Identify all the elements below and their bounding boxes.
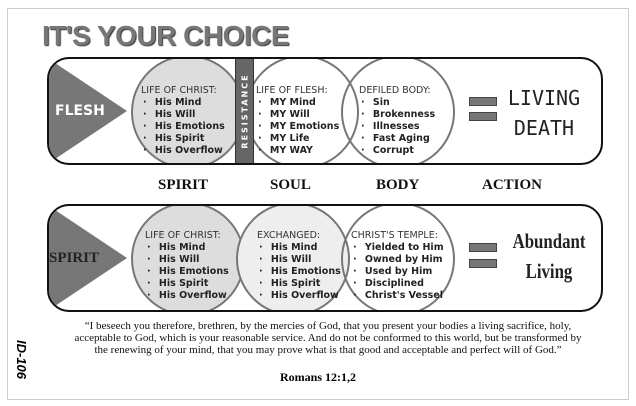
list-exchanged: EXCHANGED: His Mind His Will His Emotion… — [257, 230, 341, 302]
list-item: His Mind — [141, 97, 225, 109]
list-heading: DEFILED BODY: — [359, 85, 431, 96]
list-item: His Emotions — [141, 121, 225, 133]
list-item: MY WAY — [256, 145, 339, 157]
list-item: His Overflow — [145, 290, 229, 302]
result-line: Living — [525, 259, 573, 283]
equals-icon — [469, 97, 497, 106]
list-heading: CHRIST'S TEMPLE: — [351, 230, 438, 241]
list-life-of-christ: LIFE OF CHRIST: His Mind His Will His Em… — [145, 230, 229, 302]
result-living-death: LIVING DEATH — [504, 83, 584, 143]
list-heading: LIFE OF CHRIST: — [145, 230, 221, 241]
list-item: His Will — [257, 254, 341, 266]
list-item: His Emotions — [257, 266, 341, 278]
list-item: Used by Him — [351, 266, 444, 278]
list-item: His Mind — [257, 242, 341, 254]
equals-icon — [469, 112, 497, 121]
result-line: LIVING — [507, 86, 581, 110]
flesh-label: FLESH — [55, 103, 105, 119]
list-item: MY Mind — [256, 97, 339, 109]
list-item: MY Will — [256, 109, 339, 121]
list-defiled-body: DEFILED BODY: Sin Brokenness Illnesses F… — [359, 85, 435, 157]
column-label-action: ACTION — [482, 177, 543, 193]
list-item: Fast Aging — [359, 133, 435, 145]
list-item: Disciplined — [351, 278, 444, 290]
equals-icon — [469, 243, 497, 252]
column-label-body: BODY — [376, 177, 420, 193]
result-line: DEATH — [513, 116, 575, 140]
list-life-of-flesh: LIFE OF FLESH: MY Mind MY Will MY Emotio… — [256, 85, 339, 157]
list-item: His Spirit — [145, 278, 229, 290]
result-line: Abundant — [512, 229, 586, 253]
list-item: His Spirit — [141, 133, 225, 145]
flesh-row: FLESH RESISTANCE LIFE OF CHRIST: His Min… — [47, 57, 603, 165]
list-item: Yielded to Him — [351, 242, 444, 254]
list-heading: EXCHANGED: — [257, 230, 321, 241]
resistance-bar: RESISTANCE — [235, 59, 254, 163]
column-label-spirit: SPIRIT — [158, 177, 209, 193]
column-label-soul: SOUL — [270, 177, 311, 193]
page-title: IT'S YOUR CHOICE — [42, 20, 290, 51]
list-item: Sin — [359, 97, 435, 109]
list-item: Corrupt — [359, 145, 435, 157]
document-id: ID-106 — [14, 339, 30, 380]
scripture-quote: “I beseech you therefore, brethren, by t… — [74, 320, 582, 356]
spirit-row: SPIRIT LIFE OF CHRIST: His Mind His Will… — [47, 204, 603, 312]
circle-defiled-body — [341, 59, 455, 163]
list-life-of-christ: LIFE OF CHRIST: His Mind His Will His Em… — [141, 85, 225, 157]
spirit-label: SPIRIT — [49, 250, 100, 266]
list-christs-temple: CHRIST'S TEMPLE: Yielded to Him Owned by… — [351, 230, 444, 302]
list-item: Christ's Vessel — [351, 290, 444, 302]
list-item: His Will — [145, 254, 229, 266]
result-abundant-living: Abundant Living — [509, 226, 589, 286]
list-item: His Overflow — [257, 290, 341, 302]
list-item: His Will — [141, 109, 225, 121]
list-item: His Spirit — [257, 278, 341, 290]
list-item: His Mind — [145, 242, 229, 254]
circle-christs-temple — [341, 206, 455, 310]
spirit-triangle — [49, 206, 127, 310]
list-item: MY Life — [256, 133, 339, 145]
frame — [7, 8, 629, 400]
resistance-label: RESISTANCE — [240, 73, 249, 149]
list-heading: LIFE OF CHRIST: — [141, 85, 217, 96]
scripture-reference: Romans 12:1,2 — [279, 370, 356, 384]
list-item: His Emotions — [145, 266, 229, 278]
flesh-triangle — [49, 59, 127, 163]
equals-icon — [469, 259, 497, 268]
list-item: Owned by Him — [351, 254, 444, 266]
list-heading: LIFE OF FLESH: — [256, 85, 328, 96]
list-item: Illnesses — [359, 121, 435, 133]
list-item: MY Emotions — [256, 121, 339, 133]
list-item: His Overflow — [141, 145, 225, 157]
list-item: Brokenness — [359, 109, 435, 121]
